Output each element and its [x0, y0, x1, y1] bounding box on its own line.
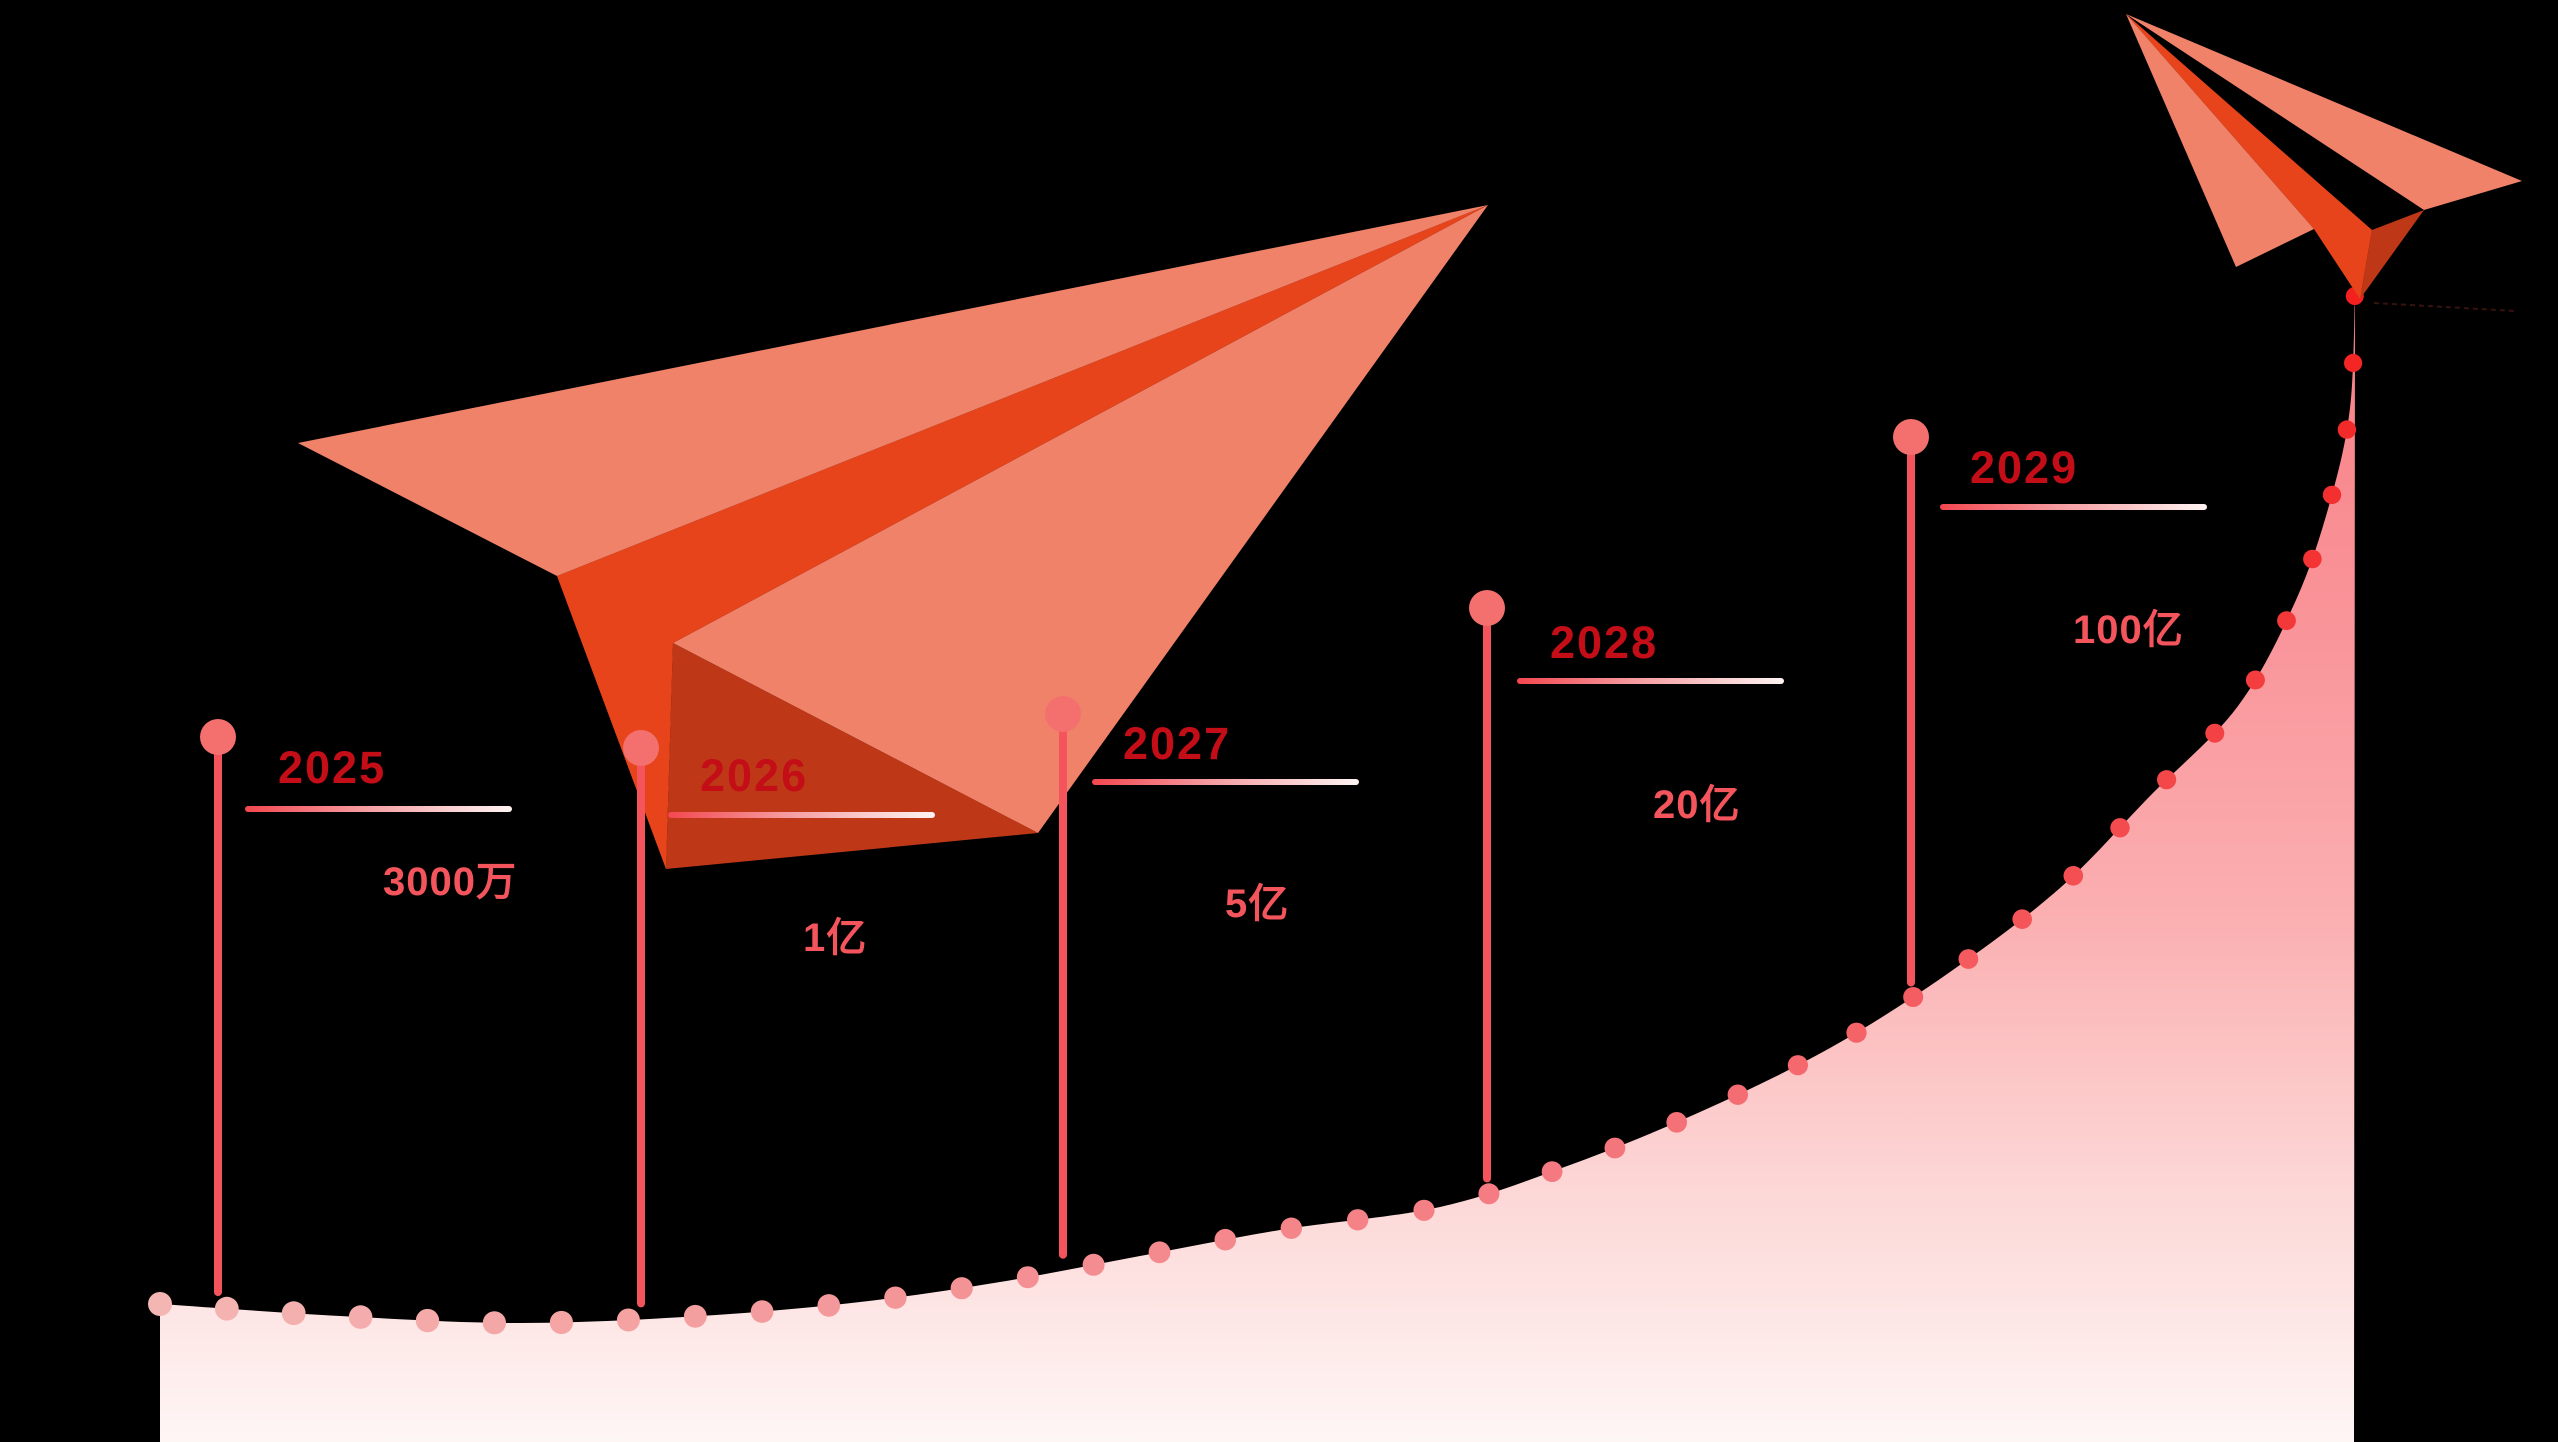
dotted-growth-curve [148, 287, 2364, 1335]
milestone-dot-2026 [623, 730, 659, 766]
small-paper-plane-icon-left-wing [2126, 14, 2314, 267]
curve-dot [2303, 549, 2322, 569]
big-paper-plane-icon-center-fold [557, 205, 1488, 869]
faint-trail-line [2373, 302, 2517, 312]
curve-dot [2110, 818, 2130, 838]
curve-dot [148, 1292, 172, 1316]
big-paper-plane-icon-lower-wing [673, 205, 1488, 833]
curve-dot [1846, 1022, 1867, 1043]
curve-dot [750, 1300, 774, 1323]
curve-dot [2157, 770, 2177, 790]
milestone-dot-2028 [1469, 590, 1505, 626]
curve-dot [1727, 1084, 1749, 1105]
curve-dot [2337, 420, 2357, 439]
small-paper-plane-icon-center-fold [2126, 14, 2372, 299]
curve-dot [1016, 1266, 1039, 1289]
curve-dot [1347, 1209, 1369, 1231]
curve-dot [1214, 1228, 1237, 1251]
curve-dot [1478, 1183, 1500, 1205]
milestone-dot-2027 [1045, 696, 1081, 732]
milestone-pins [200, 419, 1929, 1308]
curve-dot [1082, 1253, 1105, 1276]
curve-dot [2245, 670, 2265, 690]
curve-dot [1903, 987, 1924, 1007]
curve-dot [2063, 866, 2084, 886]
curve-dot [1413, 1199, 1435, 1221]
curve-dot [348, 1305, 373, 1329]
curve-dot [2344, 353, 2363, 373]
big-paper-plane-icon-upper-wing [298, 205, 1488, 576]
small-paper-plane-icon-fold-shadow [2360, 210, 2424, 299]
big-paper-plane-icon [298, 205, 1488, 869]
curve-dot [1541, 1161, 1563, 1182]
curve-dot [2277, 611, 2296, 631]
curve-dot [1604, 1137, 1626, 1159]
curve-area-fill [160, 290, 2355, 1442]
curve-dot [950, 1277, 973, 1300]
curve-dot [2205, 723, 2225, 743]
curve-dot [2322, 485, 2342, 505]
curve-dot [616, 1308, 640, 1332]
curve-dot [1958, 949, 1979, 969]
curve-dot [1148, 1241, 1171, 1264]
milestone-dot-2025 [200, 719, 236, 755]
curve-dot [884, 1286, 907, 1309]
small-paper-plane-icon-right-wing [2126, 14, 2522, 210]
curve-dot [1666, 1112, 1687, 1133]
curve-dot [817, 1294, 841, 1317]
curve-dot [415, 1308, 440, 1333]
small-paper-plane-icon [2126, 14, 2522, 299]
curve-dot [214, 1296, 239, 1321]
curve-dot [281, 1301, 306, 1326]
curve-dot [1787, 1055, 1808, 1076]
curve-dot [2012, 909, 2032, 929]
curve-dot [683, 1304, 707, 1328]
curve-dot [1280, 1217, 1303, 1239]
curve-dot [549, 1310, 574, 1335]
curve-dot [482, 1311, 506, 1335]
milestone-dot-2029 [1893, 419, 1929, 455]
